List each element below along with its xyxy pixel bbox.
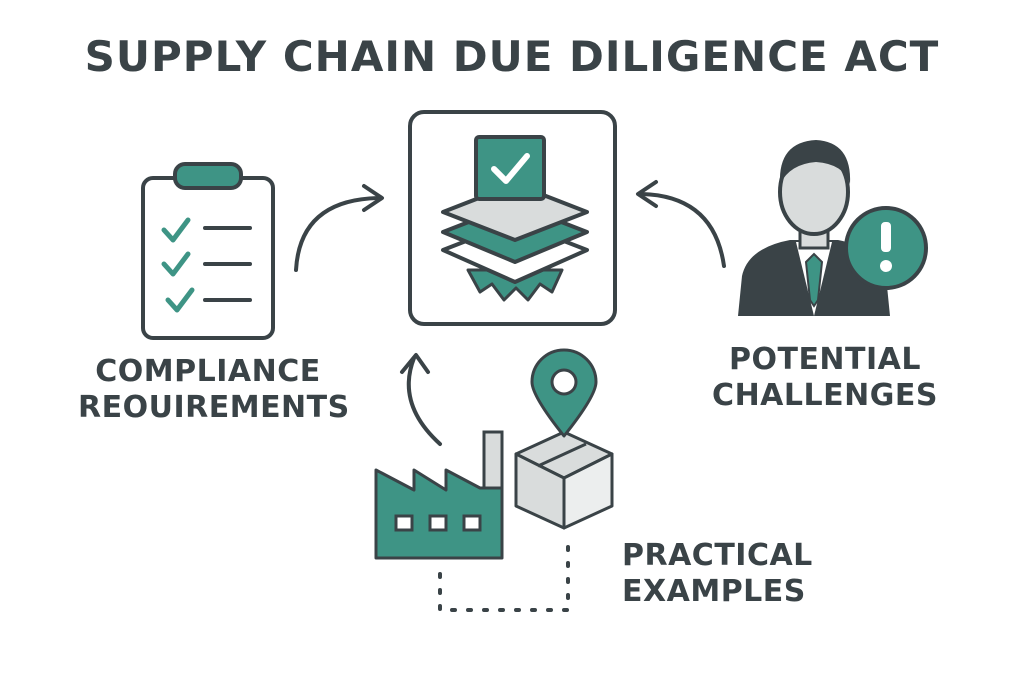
practical-line1: PRACTICAL bbox=[622, 538, 813, 573]
package-box-icon bbox=[514, 430, 614, 530]
arrow-challenges-to-center bbox=[636, 180, 726, 268]
practical-line2: EXAMPLES bbox=[622, 574, 806, 609]
practical-examples-label: PRACTICAL EXAMPLES bbox=[622, 538, 842, 610]
compliance-line1: COMPLIANCE bbox=[95, 354, 321, 389]
factory-icon bbox=[374, 430, 504, 560]
potential-challenges-label: POTENTIAL CHALLENGES bbox=[700, 342, 950, 414]
challenges-line2: CHALLENGES bbox=[712, 378, 938, 413]
stacked-layers-check-icon bbox=[441, 135, 589, 302]
page-title: SUPPLY CHAIN DUE DILIGENCE ACT bbox=[84, 32, 940, 81]
compliance-line2: REOUIREMENTS bbox=[78, 390, 350, 425]
location-pin-icon bbox=[530, 348, 598, 438]
arrow-compliance-to-center bbox=[294, 184, 384, 272]
arrow-practical-to-center bbox=[400, 353, 442, 446]
clipboard-checklist-icon bbox=[141, 162, 275, 340]
businessman-alert-icon bbox=[738, 140, 928, 316]
compliance-requirements-label: COMPLIANCE REOUIREMENTS bbox=[78, 354, 350, 426]
dotted-connector bbox=[438, 544, 570, 612]
challenges-line1: POTENTIAL bbox=[728, 342, 921, 377]
